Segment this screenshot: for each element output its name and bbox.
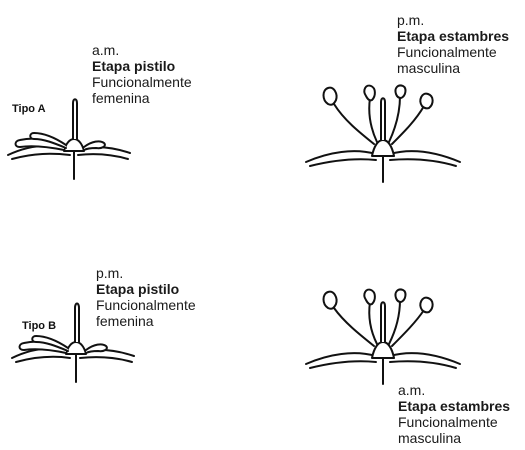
pistil-stage-flower-a [4, 95, 134, 190]
stage-label: Etapa pistilo [96, 281, 196, 297]
function-label-line2: masculina [397, 60, 509, 76]
stage-label: Etapa pistilo [92, 58, 192, 74]
time-label: p.m. [397, 12, 509, 28]
function-label-line1: Funcionalmente [398, 414, 510, 430]
time-label: a.m. [92, 42, 192, 58]
bottom-right-caption: a.m. Etapa estambres Funcionalmente masc… [398, 382, 510, 446]
top-right-caption: p.m. Etapa estambres Funcionalmente masc… [397, 12, 509, 76]
time-label: p.m. [96, 265, 196, 281]
pistil-stage-flower-b [8, 300, 138, 390]
stage-label: Etapa estambres [397, 28, 509, 44]
function-label-line1: Funcionalmente [92, 74, 192, 90]
stamen-stage-flower-a [304, 82, 464, 187]
function-label-line2: masculina [398, 430, 510, 446]
stage-label: Etapa estambres [398, 398, 510, 414]
time-label: a.m. [398, 382, 510, 398]
stamen-stage-flower-b [304, 288, 464, 388]
function-label-line1: Funcionalmente [397, 44, 509, 60]
